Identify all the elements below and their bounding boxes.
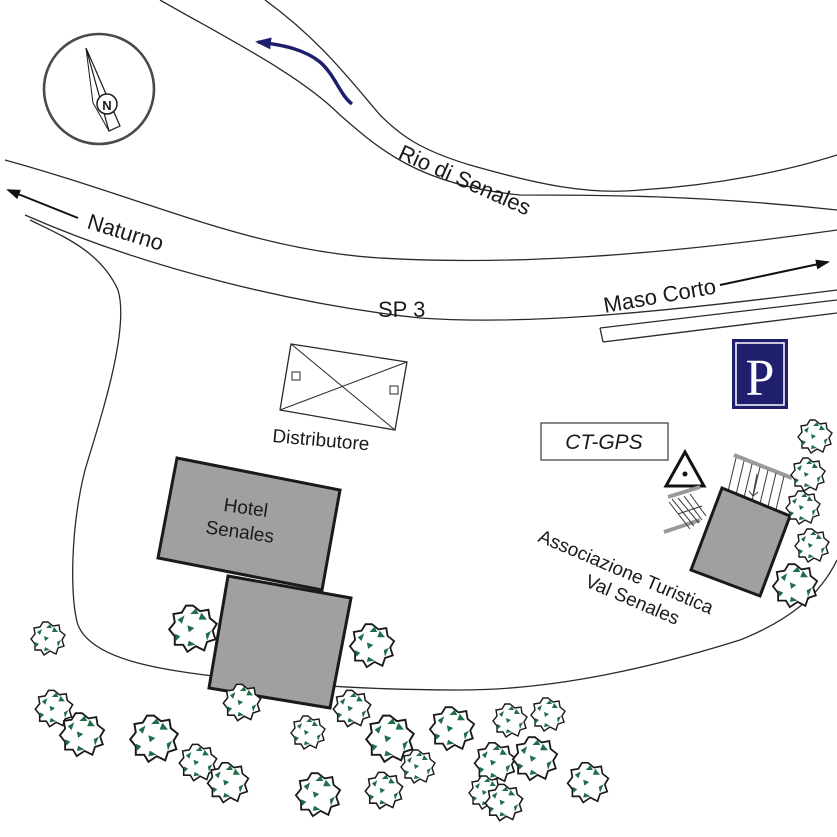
tree-icon: [530, 697, 566, 732]
tree-icon: [511, 736, 559, 782]
tree-icon: [129, 714, 179, 763]
tree-icon: [348, 623, 396, 669]
gps-box: [540, 422, 669, 461]
trig-point-icon: [663, 448, 707, 488]
tree-icon: [797, 419, 833, 454]
road-label: SP 3: [378, 297, 425, 322]
naturno-label: Naturno: [85, 209, 167, 256]
river-label: Rio di Senales: [395, 140, 535, 221]
tree-icon: [58, 712, 106, 758]
tree-icon: [364, 771, 404, 810]
compass-rose-icon: N: [42, 32, 156, 146]
maso-corto-label: Maso Corto: [602, 274, 718, 318]
property-outline: [29, 219, 837, 691]
river-flow-arrow-icon: [255, 37, 354, 106]
tree-icon: [428, 706, 476, 752]
compass-north-label: N: [102, 98, 111, 113]
parking-sign-icon: P: [732, 339, 788, 409]
river: [159, 0, 837, 211]
tree-icon: [178, 743, 218, 782]
road-sp3: [4, 159, 837, 343]
direction-arrow-icon: [6, 189, 79, 219]
tree-icon: [794, 528, 830, 563]
tree-icon: [566, 761, 610, 804]
tree-icon: [294, 772, 342, 818]
tree-icon: [30, 621, 66, 656]
tree-cluster: [30, 419, 833, 822]
tree-icon: [400, 749, 436, 784]
tourist-office-building: [689, 486, 792, 598]
hotel-building: [156, 456, 353, 710]
tree-icon: [168, 604, 218, 653]
gps-label: CT-GPS: [565, 431, 642, 454]
fuel-station-label: Distributore: [272, 426, 371, 455]
parking-sign-label: P: [746, 350, 775, 407]
tree-icon: [790, 457, 826, 492]
tree-icon: [332, 689, 372, 728]
tree-icon: [785, 490, 821, 525]
tree-icon: [492, 703, 528, 738]
tree-icon: [484, 783, 524, 822]
tree-icon: [222, 683, 262, 722]
tree-icon: [771, 563, 819, 609]
fuel-station: [279, 343, 408, 431]
tree-icon: [290, 715, 326, 750]
tree-icon: [206, 761, 250, 804]
direction-arrow-icon: [719, 259, 830, 286]
